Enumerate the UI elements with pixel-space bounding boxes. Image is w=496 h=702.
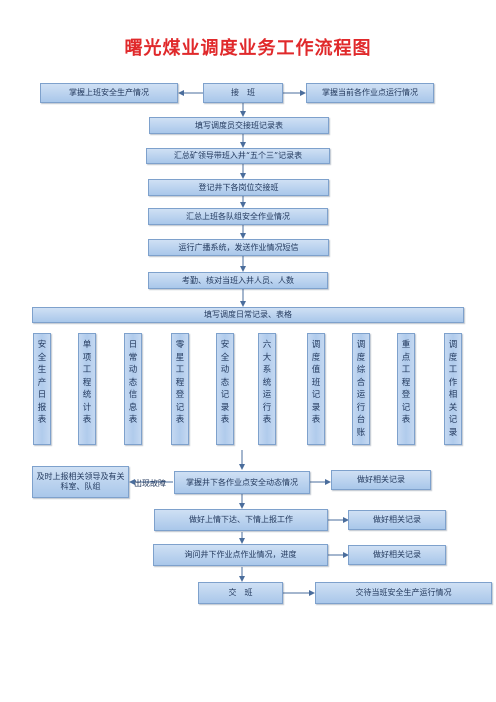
record-column: 安全生产日报表 [33, 333, 51, 445]
convey-box: 做好上情下达、下情上报工作 [154, 509, 328, 531]
record-column: 调度综合运行台账 [352, 333, 370, 445]
record-column: 单项工程统计表 [78, 333, 96, 445]
fault-label: 出现故障 [134, 479, 166, 488]
page-title: 曙光煤业调度业务工作流程图 [124, 38, 372, 59]
report-leaders-box: 及时上报相关领导及有关科室、队组 [32, 466, 129, 498]
record-column: 零星工程登记表 [171, 333, 189, 445]
handover-right-box: 掌握当前各作业点运行情况 [306, 83, 434, 103]
record-column: 调度工作相关记录 [444, 333, 462, 445]
record-column: 安全动态记录表 [216, 333, 234, 445]
grasp-dynamics-box: 掌握井下各作业点安全动态情况 [174, 471, 310, 494]
hand-over-note-box: 交待当班安全生产运行情况 [315, 582, 492, 604]
record-column: 重点工程登记表 [397, 333, 415, 445]
handover-left-box: 掌握上班安全生产情况 [40, 83, 178, 103]
record-box-2: 做好相关记录 [348, 510, 446, 530]
hand-over-box: 交 班 [198, 582, 283, 604]
take-shift-box: 接 班 [203, 83, 283, 103]
broadcast-box: 运行广播系统，发送作业情况短信 [148, 239, 329, 256]
record-box-1: 做好相关记录 [331, 470, 431, 490]
summarize-teams-box: 汇总上班各队组安全作业情况 [148, 208, 328, 225]
daily-records-box: 填写调度日常记录、表格 [32, 307, 464, 323]
inquire-box: 询问井下作业点作业情况，进度 [153, 544, 328, 566]
record-column: 日常动态信息表 [124, 333, 142, 445]
register-handover-box: 登记井下各岗位交接班 [148, 179, 329, 196]
summarize-leaders-box: 汇总矿领导带班入井“五个三”记录表 [146, 148, 330, 164]
record-column: 调度值班记录表 [307, 333, 325, 445]
record-column: 六大系统运行表 [258, 333, 276, 445]
record-box-3: 做好相关记录 [348, 545, 446, 565]
attendance-box: 考勤、核对当班入井人员、人数 [148, 272, 328, 289]
fill-handover-record-box: 填写调度员交接班记录表 [149, 117, 329, 134]
